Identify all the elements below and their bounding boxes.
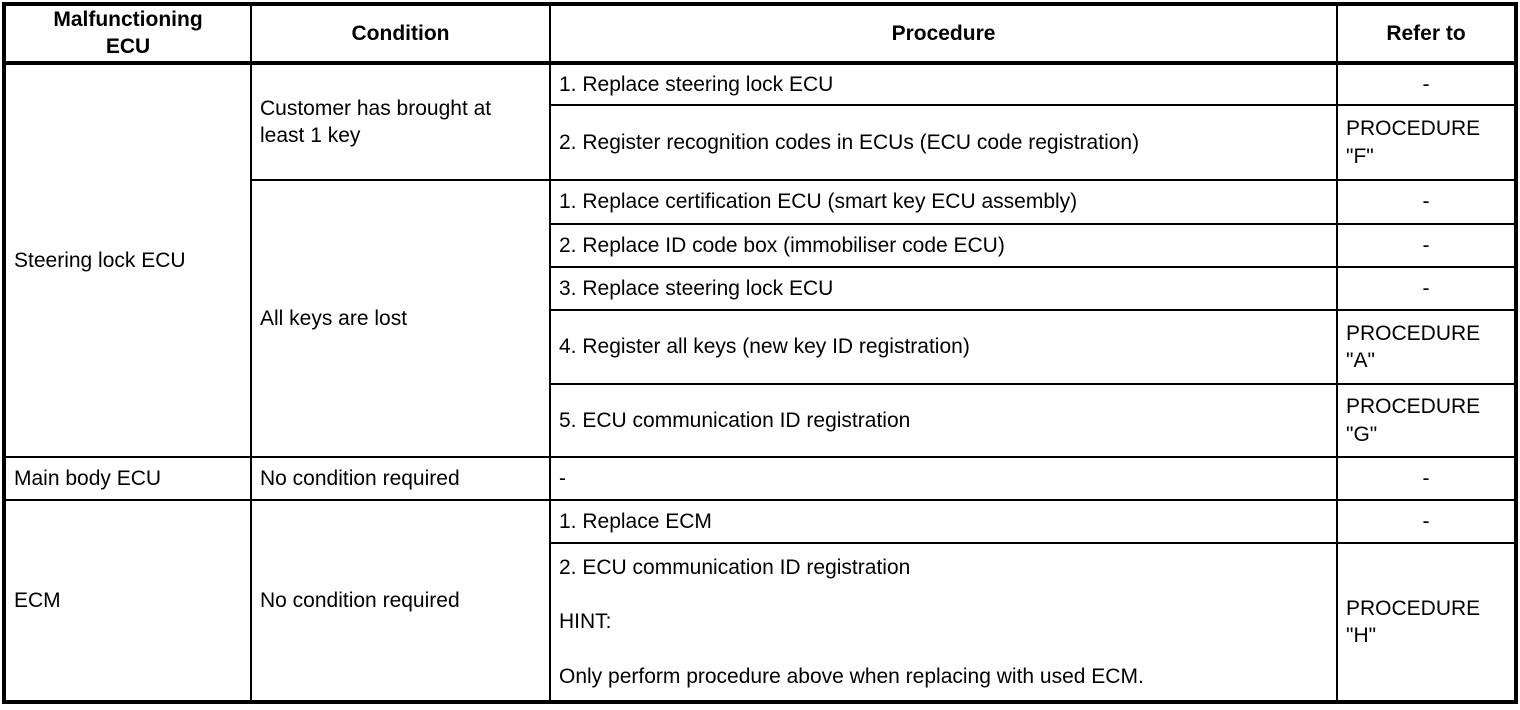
table-row: Main body ECU No condition required - - [3,455,1517,501]
cell-procedure: 1. Replace certification ECU (smart key … [549,179,1338,225]
cell-refer-to: PROCEDURE "H" [1336,541,1517,704]
table-row: 4. Register all keys (new key ID registr… [4,308,1517,386]
table-row: 2. Register recognition codes in ECUs (E… [4,104,1517,182]
cell-condition-at-least-1-key: Customer has brought at least 1 key [250,61,551,182]
cell-ecu-steering-lock: Steering lock ECU [3,61,252,458]
cell-refer-to: - [1336,265,1517,311]
cell-condition-all-keys-lost: All keys are lost [250,179,551,458]
cell-procedure: 2. Replace ID code box (immobiliser code… [549,222,1338,268]
column-header-procedure: Procedure [549,3,1338,65]
column-header-refer-to: Refer to [1336,3,1517,65]
cell-procedure: - [549,455,1338,501]
table-header: Malfunctioning ECU Condition Procedure R… [3,3,1517,65]
column-header-condition: Condition [250,3,551,65]
cell-refer-to: PROCEDURE "G" [1336,383,1517,458]
cell-refer-to: - [1336,222,1517,268]
cell-refer-to: - [1336,498,1517,544]
cell-refer-to: PROCEDURE "F" [1336,104,1517,182]
table-row: Steering lock ECU Customer has brought a… [3,61,1517,458]
table-row: 2. ECU communication ID registration HIN… [4,541,1517,704]
table-body: Steering lock ECU Customer has brought a… [3,61,1517,704]
cell-refer-to: - [1336,61,1517,107]
cell-refer-to: - [1336,455,1517,501]
cell-refer-to: PROCEDURE "A" [1336,308,1517,386]
cell-condition-no-condition: No condition required [250,498,551,704]
header-row: Malfunctioning ECU Condition Procedure R… [3,3,1517,65]
cell-condition-no-condition: No condition required [250,455,551,501]
table-row: 5. ECU communication ID registration PRO… [4,383,1517,458]
cell-procedure: 1. Replace ECM [549,498,1338,544]
cell-procedure: 4. Register all keys (new key ID registr… [549,308,1338,386]
cell-procedure: 2. Register recognition codes in ECUs (E… [549,104,1338,182]
cell-procedure-hint: 2. ECU communication ID registration HIN… [549,541,1338,704]
table-row: 2. Replace ID code box (immobiliser code… [4,222,1517,268]
table-row: All keys are lost 1. Replace certificati… [4,179,1517,458]
cell-refer-to: - [1336,179,1517,225]
table-row: ECM No condition required 1. Replace ECM… [3,498,1517,704]
cell-ecu-ecm: ECM [3,498,252,704]
cell-ecu-main-body: Main body ECU [3,455,252,501]
column-header-malfunctioning-ecu: Malfunctioning ECU [3,3,252,65]
cell-procedure: 3. Replace steering lock ECU [549,265,1338,311]
cell-procedure: 5. ECU communication ID registration [549,383,1338,458]
table-row: 3. Replace steering lock ECU - [4,265,1517,311]
cell-procedure: 1. Replace steering lock ECU [549,61,1338,107]
